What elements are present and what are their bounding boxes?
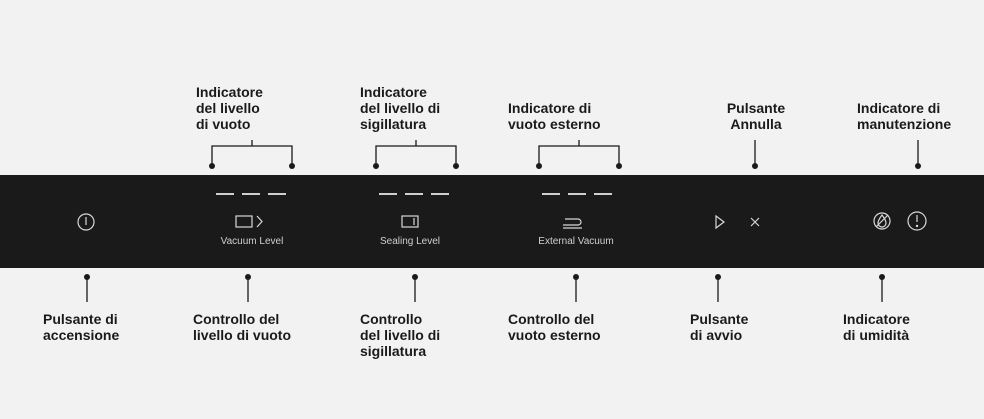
top-leader-dots: [209, 163, 921, 169]
play-icon: [715, 214, 725, 230]
sealing-level-text: Sealing Level: [379, 236, 441, 247]
alert-circle-icon: [907, 211, 927, 231]
label-vacuum-level-control: Controllo del livello di vuoto: [193, 311, 292, 343]
power-icon: [77, 213, 95, 231]
bracket-external-vacuum: [538, 140, 620, 165]
no-drop-icon: [873, 212, 891, 230]
power-button[interactable]: [72, 208, 102, 238]
bottom-leader-dots: [84, 274, 885, 280]
cancel-button[interactable]: [740, 208, 770, 238]
vacuum-level-button[interactable]: [204, 208, 300, 250]
label-sealing-level-control: Controllo del livello di sigillatura: [360, 311, 441, 359]
label-humidity-indicator: Indicatore di umidità: [843, 311, 910, 343]
appliance-panel: [0, 175, 984, 268]
bracket-sealing-level: [375, 140, 457, 165]
vacuum-bag-arrow-icon: [235, 215, 263, 228]
label-cancel-button: Pulsante Annulla: [726, 100, 786, 132]
external-vacuum-text: External Vacuum: [538, 236, 614, 247]
label-power-button: Pulsante di accensione: [43, 311, 120, 343]
sealing-level-button[interactable]: [362, 208, 458, 250]
external-vacuum-button[interactable]: [520, 208, 632, 250]
top-leader-lines: [211, 140, 919, 165]
label-sealing-level-indicator: Indicatore del livello di sigillatura: [360, 84, 441, 132]
label-external-vacuum-control: Controllo del vuoto esterno: [508, 311, 601, 343]
seal-bar-icon: [401, 215, 419, 228]
bottom-leader-lines: [86, 277, 883, 302]
start-button[interactable]: [705, 208, 735, 238]
label-start-button: Pulsante di avvio: [690, 311, 749, 343]
close-icon: [750, 217, 760, 227]
bracket-vacuum-level: [211, 140, 293, 165]
hose-icon: [563, 218, 582, 229]
label-vacuum-level-indicator: Indicatore del livello di vuoto: [196, 84, 263, 132]
label-external-vacuum-indicator: Indicatore di vuoto esterno: [508, 100, 601, 132]
label-maintenance-indicator: Indicatore di manutenzione: [857, 100, 952, 132]
vacuum-level-text: Vacuum Level: [220, 236, 284, 247]
